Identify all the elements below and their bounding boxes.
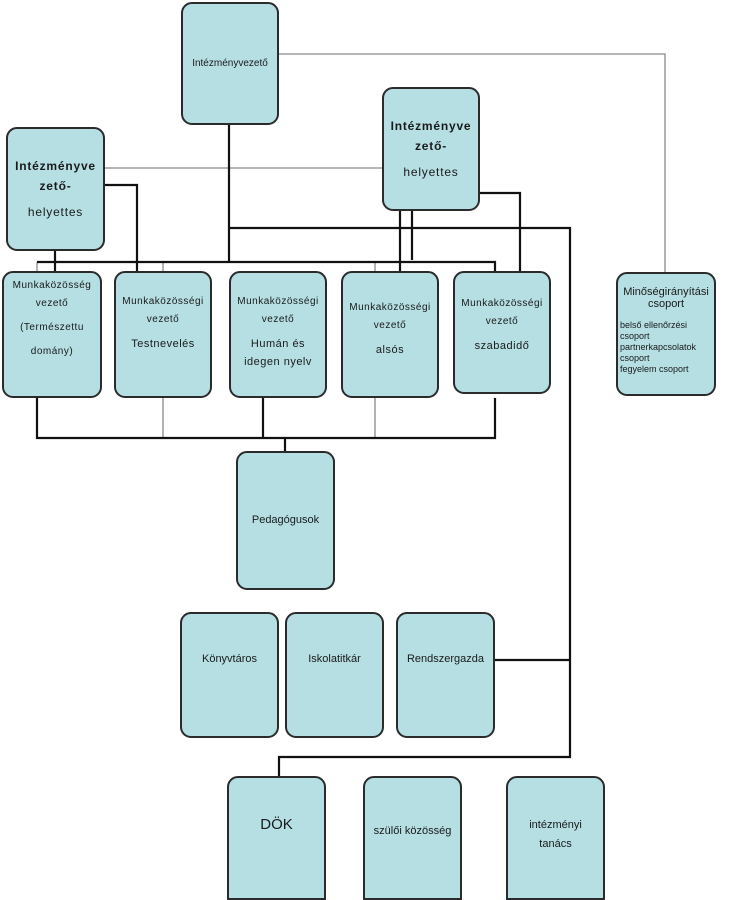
deputy-right-label-1: Intézményve	[390, 119, 472, 133]
deputy-right-label-3: helyettes	[403, 165, 459, 179]
parents-label: szülői közösség	[373, 825, 452, 837]
wg2-label-3: Testnevelés	[131, 338, 195, 350]
deputy-right-to-wg5-line	[480, 191, 522, 272]
wg1-label-2: vezető	[35, 298, 69, 309]
workgroup-leisure-box: Munkaközösségi vezető szabadidő	[453, 271, 551, 394]
quality-title-2: csoport	[647, 298, 685, 310]
deputy-left-label-1: Intézményve	[15, 159, 96, 173]
wg-top-thin-ticks	[36, 262, 376, 272]
wg5-label-2: vezető	[485, 316, 519, 327]
workgroup-humanities-box: Munkaközösségi vezető Humán és idegen ny…	[229, 271, 327, 398]
quality-title-1: Minőségirányítási	[623, 286, 709, 298]
sysadmin-box: Rendszergazda	[396, 612, 495, 738]
wg-bottom-bar	[35, 398, 497, 440]
quality-item-2: csoport	[620, 331, 650, 341]
deputy-left-label-3: helyettes	[27, 205, 84, 219]
wg2-label-1: Munkaközösségi	[122, 296, 204, 307]
board-box: intézményi tanács	[506, 776, 605, 900]
wg5-label-3: szabadidő	[474, 340, 530, 352]
director-to-quality-line	[279, 53, 666, 272]
wg-top-bar	[37, 260, 497, 272]
quality-group-box: Minőségirányítási csoport belső ellenőrz…	[616, 272, 716, 396]
director-box: Intézményvezető	[181, 2, 279, 125]
board-label-2: tanács	[539, 838, 572, 850]
wg3-label-1: Munkaközösségi	[237, 296, 319, 307]
workgroup-science-box: Munkaközösség vezető (Természettu domány…	[2, 271, 102, 398]
board-label-1: intézményi	[529, 819, 582, 831]
quality-item-4: csoport	[620, 353, 650, 363]
secretary-box: Iskolatitkár	[285, 612, 384, 738]
librarian-label: Könyvtáros	[201, 653, 258, 665]
quality-item-5: fegyelem csoport	[620, 364, 689, 374]
teachers-label: Pedagógusok	[251, 514, 320, 526]
student-council-label: DÖK	[260, 816, 293, 833]
deputy-right-label-2: zető-	[415, 139, 447, 153]
quality-item-3: partnerkapcsolatok	[620, 342, 697, 352]
wg1-label-4: domány)	[30, 346, 74, 357]
deputy-left-to-wg2-line	[105, 183, 139, 272]
wg4-label-1: Munkaközösségi	[349, 302, 431, 313]
wg3-label-3: Humán és	[250, 338, 306, 350]
parents-box: szülői közösség	[363, 776, 462, 900]
quality-item-1: belső ellenőrzési	[620, 320, 688, 330]
student-council-box: DÖK	[227, 776, 326, 900]
wg1-label-3: (Természettu	[20, 322, 84, 333]
librarian-box: Könyvtáros	[180, 612, 279, 738]
wg-bottom-thin-lines	[162, 398, 376, 438]
wg4-label-3: alsós	[375, 344, 405, 356]
secretary-label: Iskolatitkár	[308, 653, 361, 665]
workgroup-pe-box: Munkaközösségi vezető Testnevelés	[114, 271, 212, 398]
teachers-box: Pedagógusok	[236, 451, 335, 590]
wg3-label-2: vezető	[261, 314, 295, 325]
right-spine-line	[229, 226, 572, 778]
deputy-left-label-2: zető-	[39, 179, 72, 193]
director-label: Intézményvezető	[192, 57, 268, 69]
wg5-label-1: Munkaközösségi	[461, 298, 543, 309]
wg2-label-2: vezető	[146, 314, 180, 325]
sysadmin-label: Rendszergazda	[406, 653, 485, 665]
wg4-label-2: vezető	[373, 320, 407, 331]
deputy-left-box: Intézményve zető- helyettes	[6, 127, 105, 251]
workgroup-lower-grades-box: Munkaközösségi vezető alsós	[341, 271, 439, 398]
wg1-label-1: Munkaközösség	[12, 280, 92, 291]
quality-items-list: belső ellenőrzési csoport partnerkapcsol…	[620, 320, 712, 375]
deputy-right-box: Intézményve zető- helyettes	[382, 87, 480, 211]
wg3-label-4: idegen nyelv	[244, 356, 312, 368]
